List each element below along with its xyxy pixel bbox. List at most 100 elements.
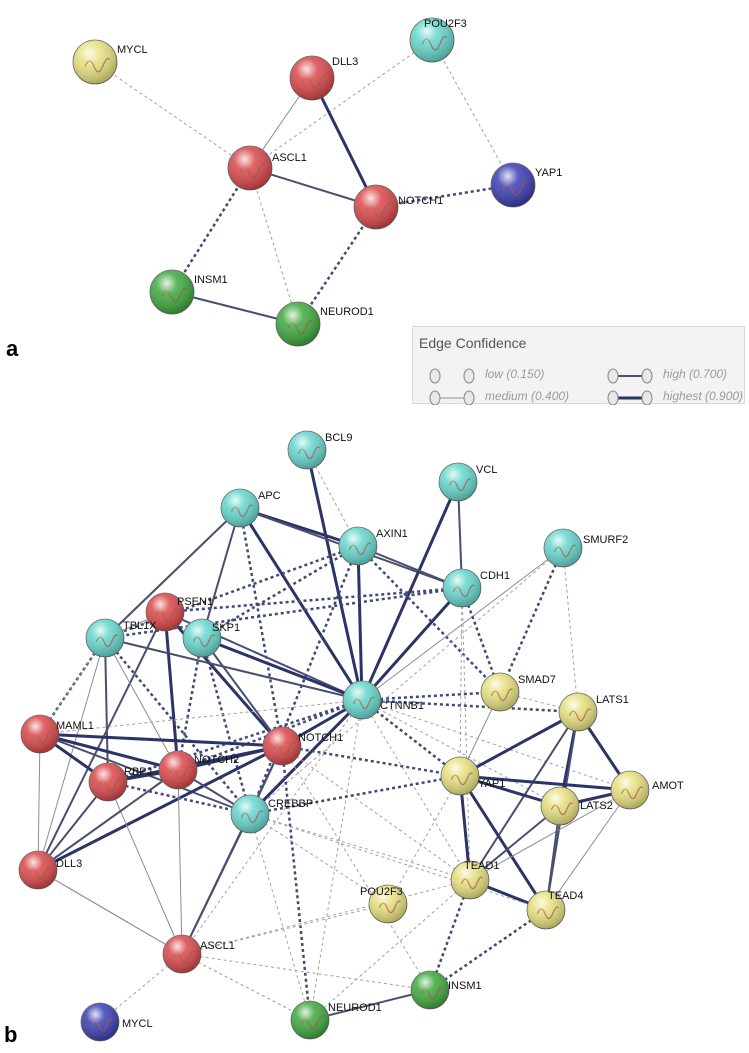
panel-b-edge-ctnnb1-rbpj (107, 698, 363, 784)
panel-b-edge-smurf2-smad7 (498, 547, 565, 693)
panel-b-edge-axin1-skp1 (201, 544, 359, 640)
panel-b-node-tead1[interactable]: TEAD1 (450, 860, 499, 900)
panel-b-edge-ctnnb1-yap1 (361, 699, 461, 777)
panel-a-node-ascl1[interactable]: ASCL1 (227, 145, 307, 191)
panel-a-node-label: INSM1 (194, 274, 228, 286)
panel-b-node-axin1[interactable]: AXIN1 (338, 526, 408, 566)
panel-b-node-mycl[interactable]: MYCL (80, 1002, 153, 1042)
panel-b-node-cdh1[interactable]: CDH1 (442, 568, 510, 608)
panel-b-edge-ascl1-insm1 (181, 953, 431, 991)
panel-b-node-maml1[interactable]: MAML1 (20, 714, 94, 754)
panel-b-node-shine (559, 693, 597, 731)
panel-a-node-neurod1[interactable]: NEUROD1 (275, 301, 374, 347)
panel-a-edge-ascl1-pou2f3 (249, 39, 433, 169)
panel-b-node-notch1[interactable]: NOTCH1 (262, 726, 343, 766)
panel-b-edge-apc-notch1 (238, 507, 284, 747)
panel-b-edge-skp1-notch2 (176, 637, 204, 771)
panel-b-edge-lats2-tead1 (469, 805, 561, 881)
panel-a-node-shine (410, 18, 454, 62)
panel-b-edge-psen1-notch2 (163, 611, 180, 771)
panel-b-edge-skp1-notch1 (201, 637, 283, 747)
panel-b-node-label: PSEN1 (177, 596, 213, 608)
panel-b-node-label: DLL3 (56, 858, 82, 870)
panel-b-node-shine (343, 681, 381, 719)
panel-b-edge-maml1-dll3 (37, 733, 41, 871)
panel-b-edge-notch1-yap1 (281, 744, 461, 778)
edge-confidence-legend: Edge Confidence low (0.150) high (0.700)… (412, 326, 745, 405)
panel-b-node-lats1[interactable]: LATS1 (558, 692, 629, 732)
panel-b-node-label: ASCL1 (200, 940, 235, 952)
panel-b-node-pou2f3[interactable]: POU2F3 (360, 884, 408, 924)
panel-b-node-rbpj[interactable]: RBPJ (88, 762, 152, 802)
panel-b-edge-psen1-dll3 (37, 611, 166, 871)
legend-item-medium: medium (0.400) (485, 389, 570, 403)
panel-a-node-insm1[interactable]: INSM1 (149, 269, 228, 315)
panel-b-edge-rbpj-ascl1 (107, 781, 183, 955)
panel-a-node-shine (354, 185, 398, 229)
panel-a-node-dll3[interactable]: DLL3 (289, 55, 358, 101)
panel-b-edge-yap1-tead4 (458, 775, 548, 911)
panel-a-node-shine (290, 56, 334, 100)
panel-b-node-label: SMURF2 (583, 534, 628, 546)
panel-b-node-label: CREBBP (268, 798, 313, 810)
panel-a-node-yap1[interactable]: YAP1 (490, 162, 562, 208)
panel-b-node-label: AXIN1 (376, 528, 408, 540)
legend-node-icon (463, 390, 475, 405)
panel-b-edge-ctnnb1-ascl1 (181, 699, 363, 955)
panel-b-edge-amot-tead4 (545, 789, 631, 911)
panel-b-edge-ctnnb1-crebbp (248, 698, 364, 816)
legend-title: Edge Confidence (419, 335, 527, 351)
panel-b-node-neurod1[interactable]: NEUROD1 (290, 1000, 382, 1040)
panel-b-node-label: CDH1 (480, 570, 510, 582)
panel-b-edge-axin1-crebbp (248, 545, 360, 815)
panel-b-edge-ascl1-neurod1 (181, 953, 311, 1021)
panel-b-node-insm1[interactable]: INSM1 (410, 970, 482, 1010)
legend-swatches (429, 368, 653, 405)
panel-b-node-label: AMOT (652, 780, 684, 792)
panel-b-node-label: RBPJ (124, 766, 152, 778)
panel-b-node-shine (451, 861, 489, 899)
panel-a-label: a (6, 336, 19, 361)
legend-item-low: low (0.150) (485, 367, 545, 381)
panel-b-edge-notch2-dll3 (37, 769, 179, 871)
panel-b-node-ascl1[interactable]: ASCL1 (162, 934, 235, 974)
panel-b-edge-apc-skp1 (201, 507, 241, 639)
panel-a-node-shine (228, 146, 272, 190)
panel-b-node-ctnnb1[interactable]: CTNNB1 (342, 680, 424, 720)
panel-b-edge-yap1-pou2f3 (387, 775, 461, 905)
panel-b-node-shine (611, 771, 649, 809)
panel-b-node-skp1[interactable]: SKP1 (182, 618, 240, 658)
panel-a-node-mycl[interactable]: MYCL (72, 39, 148, 85)
panel-b-node-yap1[interactable]: YAP1 (440, 756, 505, 796)
panel-b-node-amot[interactable]: AMOT (610, 770, 684, 810)
panel-a-node-shine (73, 40, 117, 84)
panel-b-node-shine (86, 619, 124, 657)
panel-b-node-dll3[interactable]: DLL3 (18, 850, 82, 890)
legend-node-icon (607, 368, 619, 384)
panel-b-edge-maml1-notch2 (39, 732, 179, 772)
panel-a-node-pou2f3[interactable]: POU2F3 (409, 17, 467, 63)
panel-b-edge-tead4-insm1 (429, 908, 547, 992)
panel-b-node-smurf2[interactable]: SMURF2 (543, 528, 628, 568)
panel-b-node-tead4[interactable]: TEAD4 (526, 890, 583, 930)
panel-b-node-apc[interactable]: APC (220, 488, 281, 528)
panel-b-node-vcl[interactable]: VCL (438, 462, 497, 502)
panel-b-node-shine (411, 971, 449, 1009)
panel-a-node-label: MYCL (117, 44, 148, 56)
panel-b-node-crebbp[interactable]: CREBBP (230, 794, 313, 834)
panel-b-node-label: NEUROD1 (328, 1002, 382, 1014)
panel-b-edge-smurf2-crebbp (249, 547, 564, 815)
panel-b-edge-ctnnb1-lats2 (361, 699, 561, 807)
panel-b-node-lats2[interactable]: LATS2 (540, 786, 613, 826)
panel-b-node-notch2[interactable]: NOTCH2 (158, 750, 239, 790)
panel-a-node-label: DLL3 (332, 56, 358, 68)
panel-a-node-notch1[interactable]: NOTCH1 (353, 184, 443, 230)
panel-b-node-label: MAML1 (56, 720, 94, 732)
panel-b-node-label: CTNNB1 (380, 700, 424, 712)
panel-b-node-smad7[interactable]: SMAD7 (480, 672, 556, 712)
panel-b-node-psen1[interactable]: PSEN1 (145, 592, 213, 632)
panel-b-node-tbl1x[interactable]: TBL1X (85, 618, 157, 658)
panel-b-node-bcl9[interactable]: BCL9 (287, 430, 353, 470)
